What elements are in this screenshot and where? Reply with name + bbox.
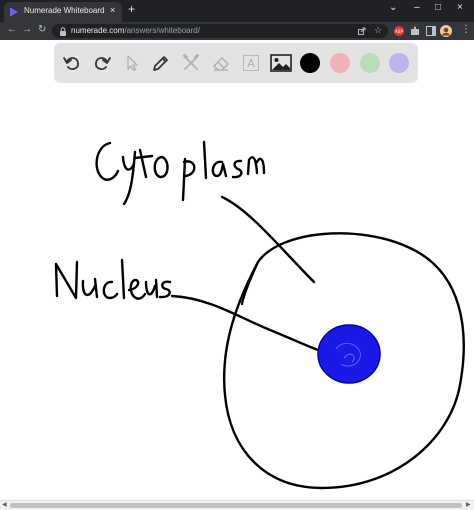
scrollbar-thumb[interactable]: [10, 503, 462, 508]
lock-icon: [60, 27, 66, 36]
url-path: /answers/whiteboard/: [124, 26, 200, 35]
side-panel-icon[interactable]: [426, 26, 436, 36]
text-button[interactable]: A: [239, 51, 263, 75]
cytoplasm-pointer-line: [220, 195, 316, 284]
star-icon[interactable]: ☆: [374, 25, 383, 35]
image-icon: [270, 54, 292, 72]
forward-button[interactable]: →: [22, 24, 32, 35]
nucleus-pointer-line: [170, 294, 329, 355]
minimize-button[interactable]: –: [414, 2, 420, 13]
address-bar[interactable]: numerade.com/answers/whiteboard/ ☆: [52, 24, 388, 38]
numerade-favicon-icon: [10, 8, 18, 16]
eraser-icon: [213, 57, 229, 71]
tab-bar: Numerade Whiteboard × + ⌄ – □ ×: [0, 0, 474, 22]
pen-icon: [153, 56, 168, 71]
redo-button[interactable]: [90, 51, 114, 75]
text-icon: A: [243, 55, 259, 71]
select-button[interactable]: [120, 51, 144, 75]
whiteboard-canvas[interactable]: [0, 40, 474, 500]
maximize-button[interactable]: □: [435, 2, 442, 13]
url-text[interactable]: numerade.com/answers/whiteboard/: [71, 26, 200, 35]
whiteboard-toolbar: A: [54, 43, 418, 83]
scroll-right-arrow-icon[interactable]: ▶: [466, 502, 471, 508]
nucleus-handwriting: [54, 258, 172, 300]
cytoplasm-handwriting: [95, 140, 266, 206]
horizontal-scrollbar[interactable]: ◀ ▶: [0, 500, 474, 510]
new-tab-button[interactable]: +: [128, 2, 136, 16]
tools-icon: [182, 53, 200, 70]
pen-button[interactable]: [149, 51, 173, 75]
tools-button[interactable]: [179, 51, 203, 75]
adblock-extension-icon[interactable]: ABP: [394, 26, 404, 36]
color-swatch-lavender[interactable]: [389, 53, 409, 73]
puzzle-extensions-icon[interactable]: [410, 26, 420, 36]
back-button[interactable]: ←: [7, 24, 17, 35]
tab-close-icon[interactable]: ×: [110, 5, 116, 15]
nucleus-shape: [317, 324, 381, 384]
tab-numerade-whiteboard[interactable]: Numerade Whiteboard ×: [4, 2, 122, 22]
extension-badge-text: ABP: [395, 29, 403, 34]
membrane-overlap-stroke: [240, 260, 260, 306]
browser-toolbar: ← → ↻ numerade.com/answers/whiteboard/ ☆…: [0, 22, 474, 40]
redo-icon: [95, 57, 111, 70]
scroll-left-arrow-icon[interactable]: ◀: [2, 502, 7, 508]
undo-button[interactable]: [60, 51, 84, 75]
close-window-button[interactable]: ×: [457, 2, 463, 13]
select-icon: [127, 55, 138, 72]
undo-icon: [63, 57, 79, 70]
browser-menu-icon[interactable]: ⋮: [461, 24, 471, 35]
tab-title: Numerade Whiteboard: [24, 6, 105, 15]
cell-membrane: [223, 232, 465, 490]
eraser-button[interactable]: [209, 51, 233, 75]
reload-button[interactable]: ↻: [38, 24, 47, 35]
color-swatch-black[interactable]: [300, 53, 320, 73]
image-button[interactable]: [269, 51, 293, 75]
tab-search-chevron-icon[interactable]: ⌄: [389, 2, 398, 13]
color-swatch-pink[interactable]: [330, 53, 350, 73]
color-swatch-green[interactable]: [360, 53, 380, 73]
url-host: numerade.com: [71, 26, 125, 35]
share-icon[interactable]: [358, 27, 366, 35]
profile-avatar-icon[interactable]: [440, 25, 452, 37]
